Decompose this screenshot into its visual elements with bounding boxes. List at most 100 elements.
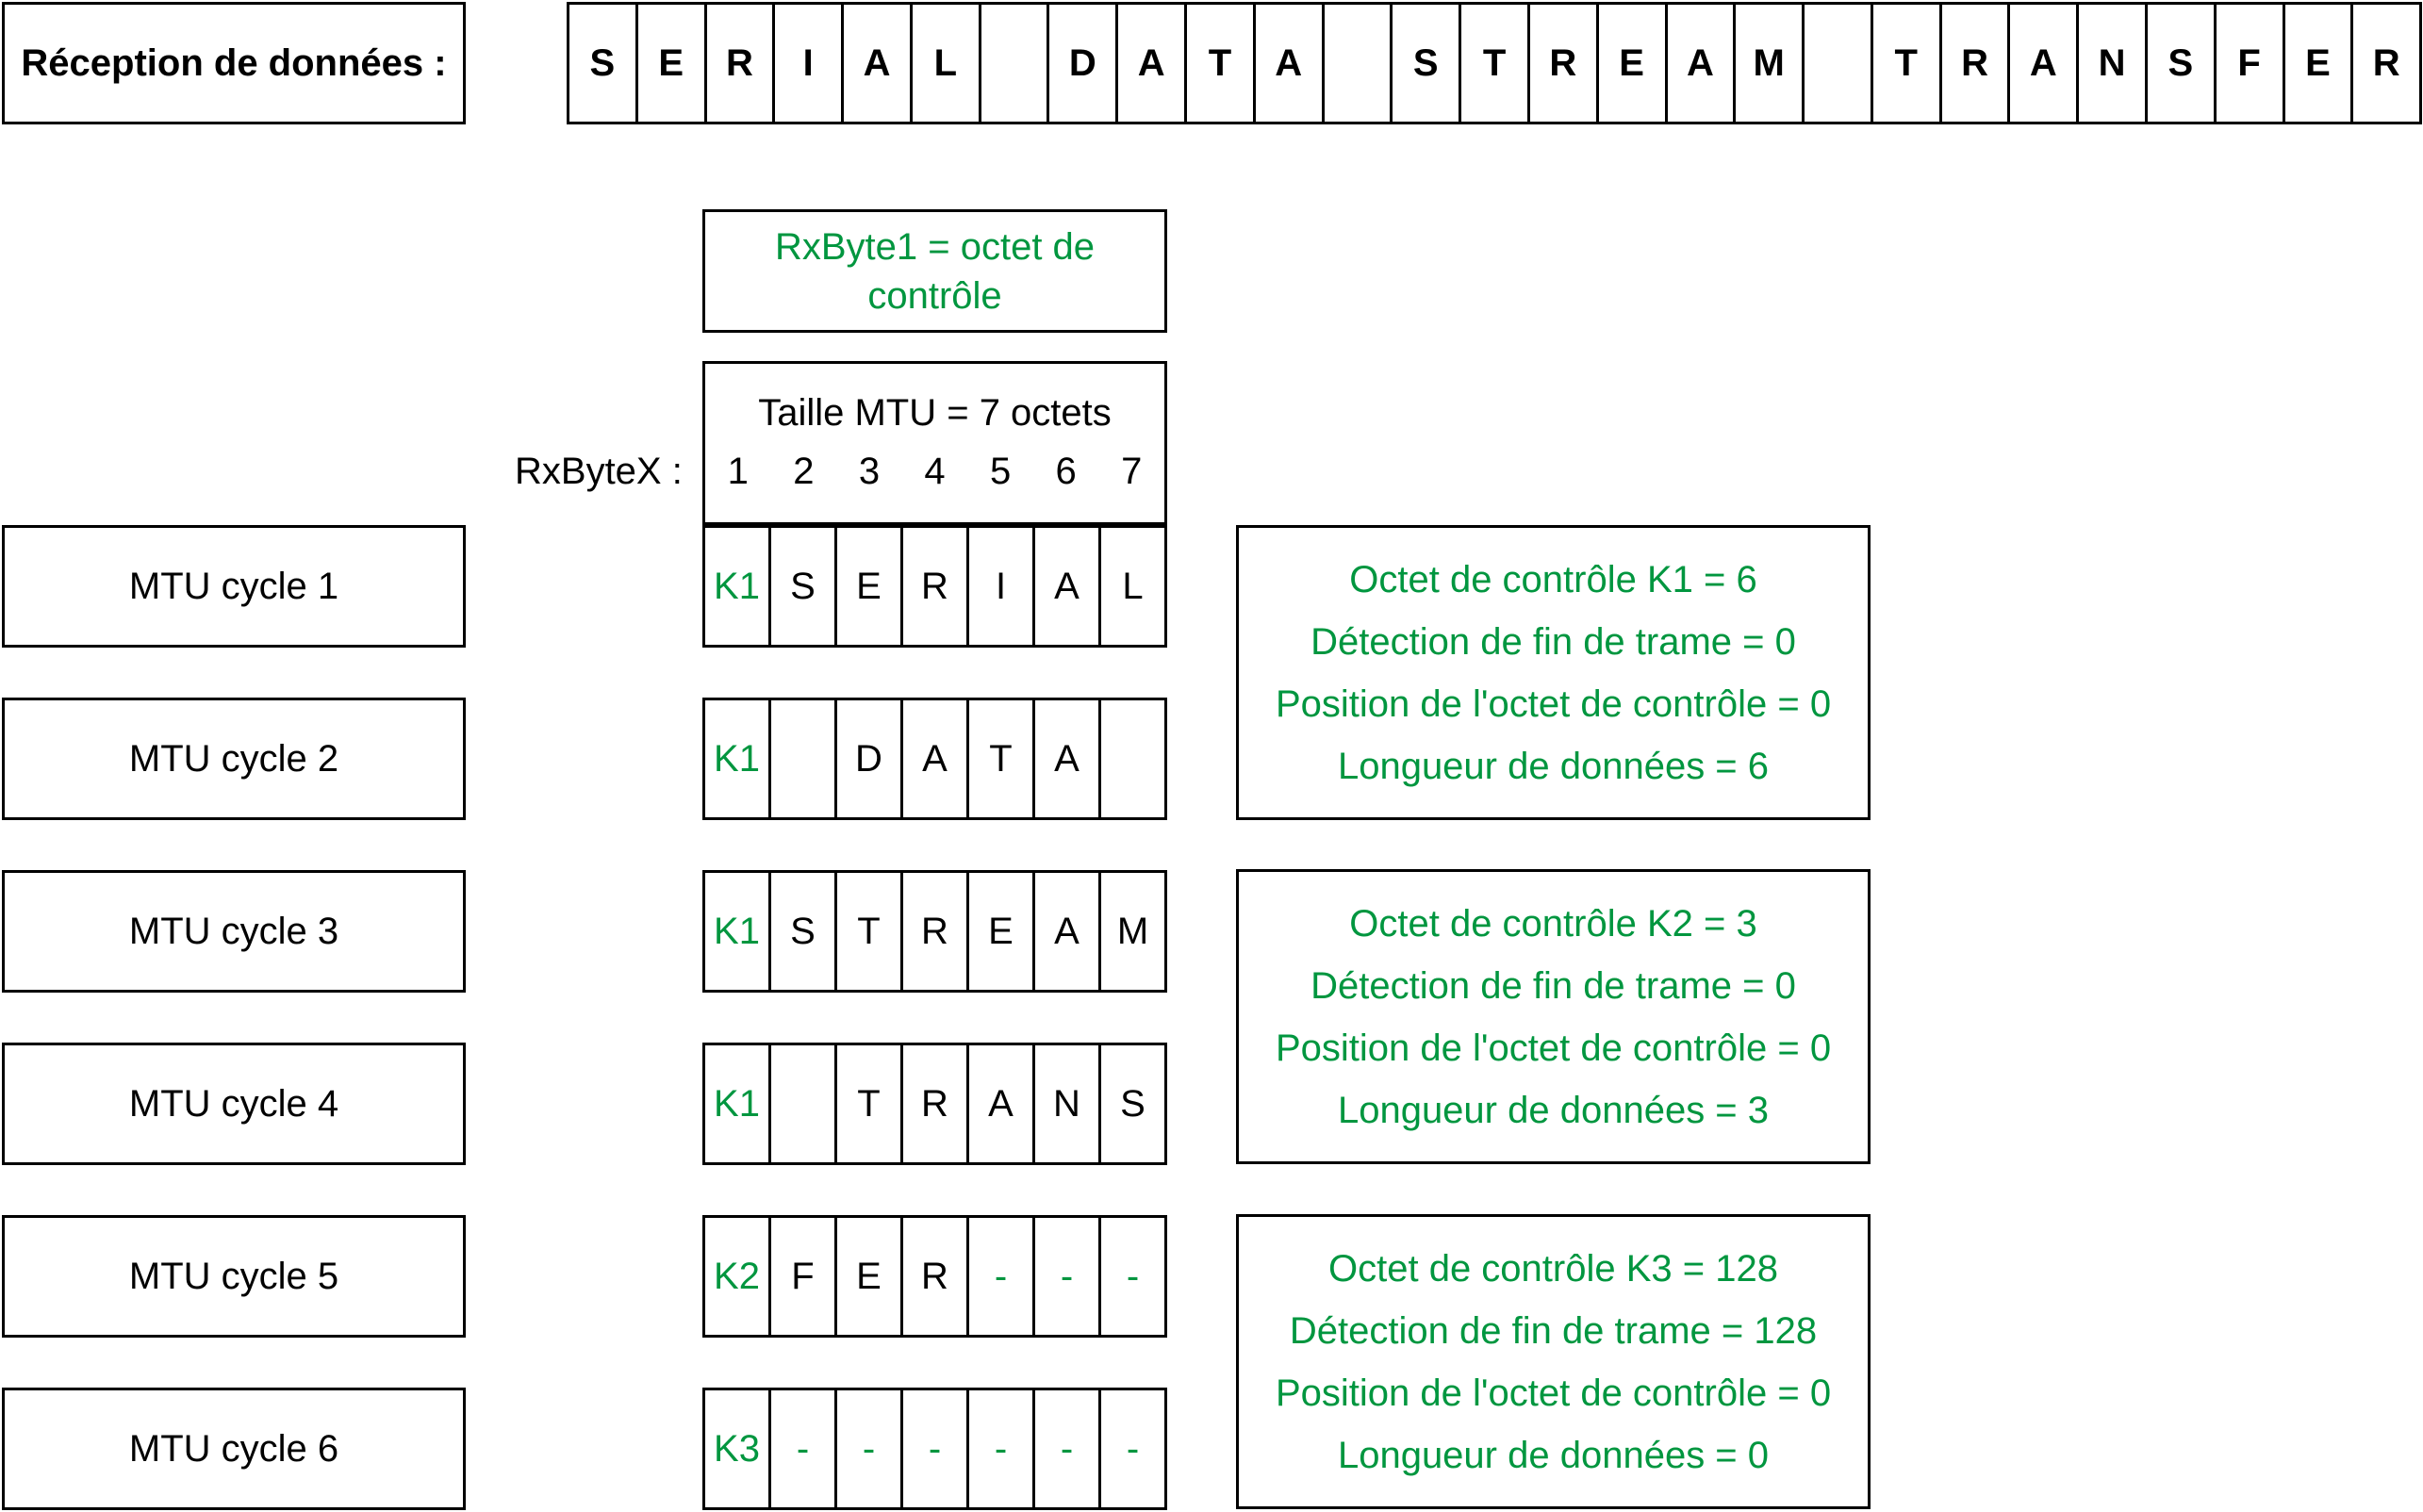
stream-cell: M bbox=[1733, 2, 1805, 124]
info-line: Position de l'octet de contrôle = 0 bbox=[1275, 1372, 1832, 1414]
cycle-label-text: MTU cycle 6 bbox=[128, 1427, 339, 1470]
reception-label: Réception de données : bbox=[2, 2, 466, 124]
control-byte-info-k1: Octet de contrôle K1 = 6 Détection de fi… bbox=[1236, 525, 1871, 820]
info-line: Octet de contrôle K3 = 128 bbox=[1328, 1247, 1778, 1290]
data-byte-cell: T bbox=[834, 870, 903, 993]
control-byte-info-k3: Octet de contrôle K3 = 128 Détection de … bbox=[1236, 1214, 1871, 1509]
data-byte-cell: - bbox=[1098, 1215, 1167, 1338]
data-byte-cell: S bbox=[768, 870, 837, 993]
byte-position: 2 bbox=[793, 451, 815, 492]
stream-cell bbox=[978, 2, 1050, 124]
data-byte-cell: S bbox=[768, 525, 837, 648]
stream-cell: E bbox=[2282, 2, 2354, 124]
reception-label-text: Réception de données : bbox=[21, 42, 447, 84]
stream-cell: R bbox=[1526, 2, 1599, 124]
control-byte-cell: K2 bbox=[702, 1215, 771, 1338]
data-byte-cell: E bbox=[834, 1215, 903, 1338]
data-byte-cell: - bbox=[1032, 1388, 1101, 1510]
mtu-cycle-bytes-6: K3------ bbox=[702, 1388, 1167, 1510]
stream-cell: E bbox=[635, 2, 707, 124]
data-byte-cell: I bbox=[966, 525, 1035, 648]
data-byte-cell: - bbox=[1098, 1388, 1167, 1510]
data-byte-cell: - bbox=[966, 1215, 1035, 1338]
data-byte-cell: R bbox=[900, 1043, 969, 1165]
stream-cell: A bbox=[1252, 2, 1325, 124]
data-byte-cell: R bbox=[900, 1215, 969, 1338]
control-byte-cell: K1 bbox=[702, 525, 771, 648]
data-byte-cell: A bbox=[1032, 525, 1101, 648]
stream-cell: R bbox=[2350, 2, 2423, 124]
info-line: Position de l'octet de contrôle = 0 bbox=[1275, 1027, 1832, 1069]
data-byte-cell: - bbox=[768, 1388, 837, 1510]
data-byte-cell: T bbox=[966, 698, 1035, 820]
rxbytex-label: RxByteX : bbox=[515, 451, 683, 492]
info-line: Octet de contrôle K1 = 6 bbox=[1349, 558, 1757, 600]
stream-cell: S bbox=[2144, 2, 2217, 124]
data-byte-cell: A bbox=[1032, 698, 1101, 820]
control-byte-cell: K1 bbox=[702, 870, 771, 993]
control-byte-cell: K3 bbox=[702, 1388, 771, 1510]
byte-position: 6 bbox=[1055, 451, 1077, 492]
data-byte-cell: - bbox=[834, 1388, 903, 1510]
data-byte-cell: A bbox=[966, 1043, 1035, 1165]
stream-cell: R bbox=[1938, 2, 2011, 124]
control-byte-cell: K1 bbox=[702, 1043, 771, 1165]
control-byte-cell: K1 bbox=[702, 698, 771, 820]
data-byte-cell: R bbox=[900, 525, 969, 648]
data-byte-cell: F bbox=[768, 1215, 837, 1338]
byte-position: 4 bbox=[924, 451, 946, 492]
stream-cell: R bbox=[703, 2, 776, 124]
cycle-label-text: MTU cycle 3 bbox=[128, 910, 339, 952]
data-byte-cell: D bbox=[834, 698, 903, 820]
mtu-cycle-label-3: MTU cycle 3 bbox=[2, 870, 466, 993]
cycle-label-text: MTU cycle 1 bbox=[128, 565, 339, 607]
info-line: Longueur de données = 0 bbox=[1337, 1434, 1770, 1476]
data-byte-cell bbox=[768, 698, 837, 820]
data-byte-cell: - bbox=[966, 1388, 1035, 1510]
mtu-size-text: Taille MTU = 7 octets bbox=[758, 392, 1112, 434]
stream-cell: S bbox=[567, 2, 638, 124]
stream-cell bbox=[1321, 2, 1393, 124]
cycle-label-text: MTU cycle 2 bbox=[128, 737, 339, 780]
stream-cell: T bbox=[1184, 2, 1256, 124]
stream-cell: D bbox=[1047, 2, 1119, 124]
byte-position: 5 bbox=[989, 451, 1012, 492]
rxbyte1-note-box: RxByte1 = octet de contrôle bbox=[702, 209, 1167, 333]
mtu-cycle-label-1: MTU cycle 1 bbox=[2, 525, 466, 648]
data-byte-cell: T bbox=[834, 1043, 903, 1165]
mtu-cycle-label-2: MTU cycle 2 bbox=[2, 698, 466, 820]
data-byte-cell: E bbox=[966, 870, 1035, 993]
info-line: Octet de contrôle K2 = 3 bbox=[1349, 902, 1757, 945]
stream-cell: F bbox=[2213, 2, 2285, 124]
mtu-cycle-label-5: MTU cycle 5 bbox=[2, 1215, 466, 1338]
data-byte-cell: N bbox=[1032, 1043, 1101, 1165]
mtu-size-header: Taille MTU = 7 octets bbox=[702, 361, 1167, 525]
stream-cell: A bbox=[1115, 2, 1188, 124]
stream-cell: A bbox=[2007, 2, 2080, 124]
stream-cell bbox=[1802, 2, 1873, 124]
stream-cell: E bbox=[1595, 2, 1668, 124]
stream-cell: L bbox=[909, 2, 981, 124]
stream-cell: T bbox=[1459, 2, 1530, 124]
info-line: Détection de fin de trame = 0 bbox=[1310, 620, 1796, 663]
stream-cell: N bbox=[2076, 2, 2148, 124]
data-byte-cell bbox=[1098, 698, 1167, 820]
info-line: Détection de fin de trame = 0 bbox=[1310, 964, 1796, 1007]
stream-cell: S bbox=[1390, 2, 1462, 124]
data-byte-cell: A bbox=[900, 698, 969, 820]
data-byte-cell: A bbox=[1032, 870, 1101, 993]
data-byte-cell: E bbox=[834, 525, 903, 648]
stream-cell: A bbox=[1664, 2, 1737, 124]
data-byte-cell: R bbox=[900, 870, 969, 993]
mtu-cycle-label-6: MTU cycle 6 bbox=[2, 1388, 466, 1510]
data-byte-cell: S bbox=[1098, 1043, 1167, 1165]
stream-cell: T bbox=[1870, 2, 1942, 124]
data-byte-cell: - bbox=[1032, 1215, 1101, 1338]
cycle-label-text: MTU cycle 5 bbox=[128, 1255, 339, 1297]
info-line: Longueur de données = 3 bbox=[1337, 1089, 1770, 1131]
